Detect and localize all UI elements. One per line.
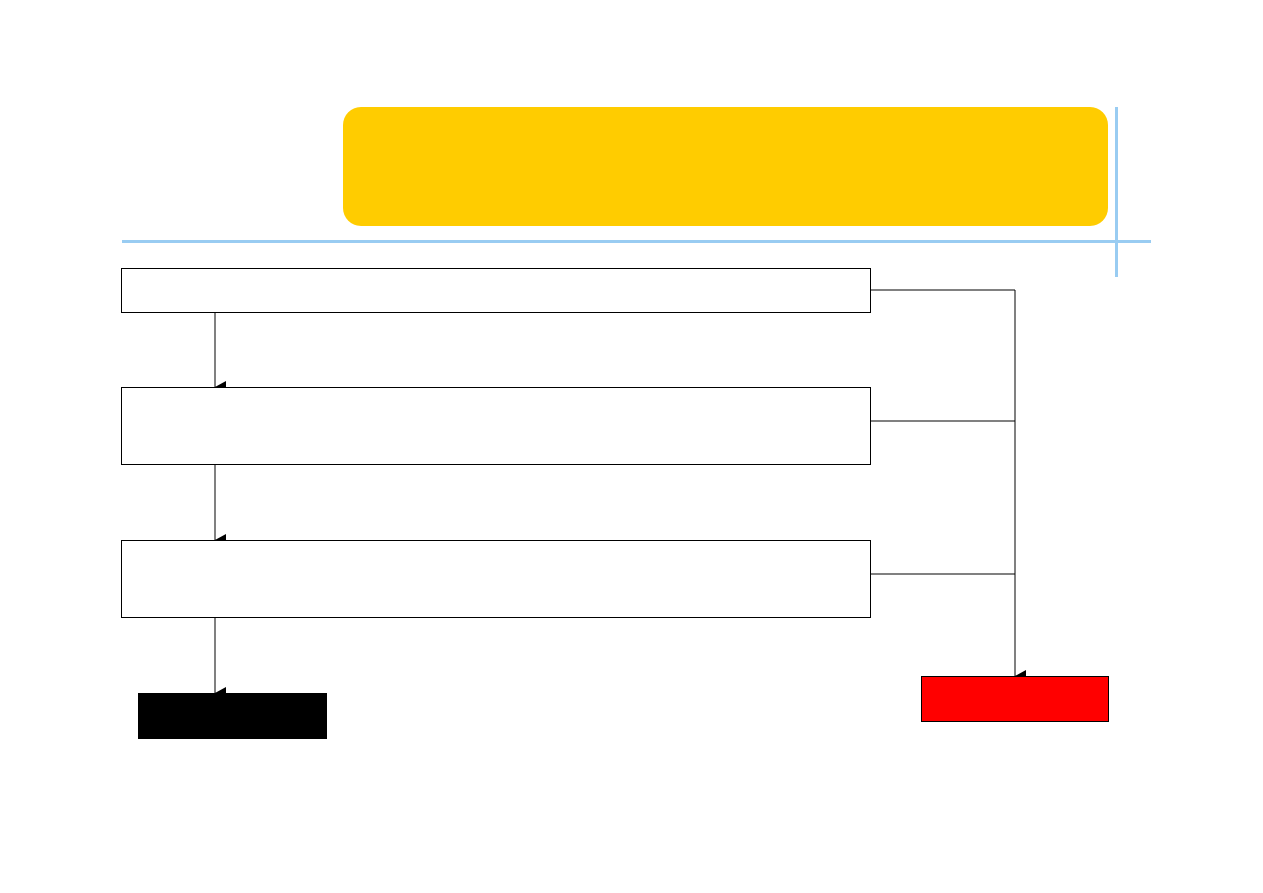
- title-banner: [343, 107, 1108, 226]
- step-box-1: [121, 268, 871, 313]
- outcome-no-box: [921, 676, 1109, 722]
- step-box-2: [121, 387, 871, 465]
- outcome-yes-box: [138, 693, 327, 739]
- horizontal-guide-line: [122, 240, 1151, 243]
- vertical-guide-line: [1115, 107, 1118, 277]
- step-box-3: [121, 540, 871, 618]
